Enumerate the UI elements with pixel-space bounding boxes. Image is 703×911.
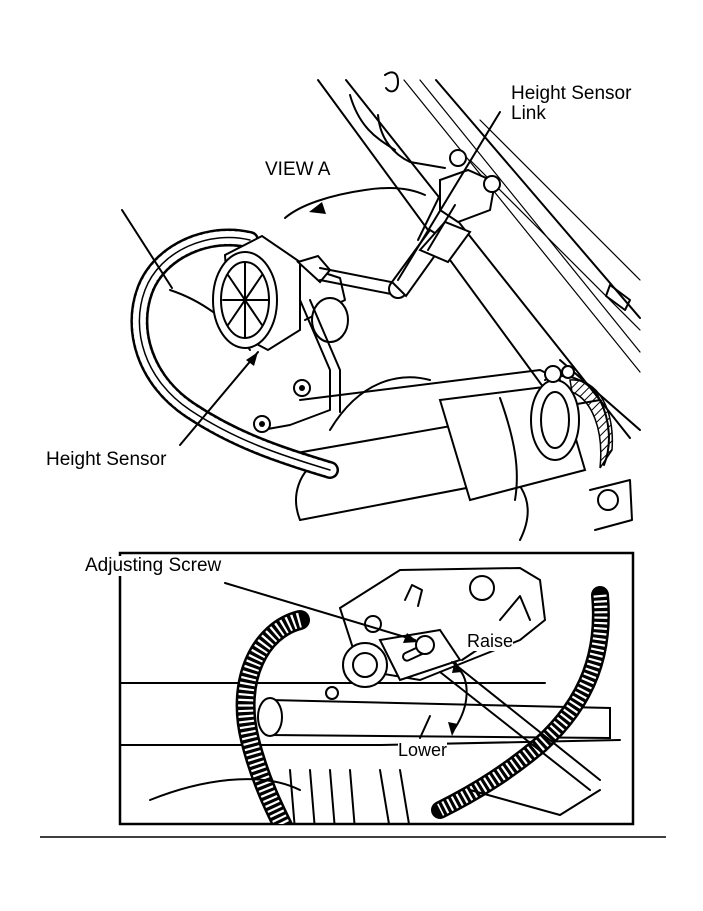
label-adjusting-screw: Adjusting Screw xyxy=(83,555,224,576)
body-panel-lines xyxy=(317,71,641,439)
sensor-linkage xyxy=(296,114,501,299)
label-view-a: VIEW A xyxy=(265,159,331,180)
leader-height-sensor-link xyxy=(397,111,501,281)
shock-cylinder xyxy=(438,365,633,531)
leader-height-sensor xyxy=(179,351,259,446)
label-height-sensor-link-line1: Height Sensor xyxy=(511,83,632,104)
label-height-sensor: Height Sensor xyxy=(46,449,167,470)
upper-view xyxy=(121,71,641,541)
label-lower: Lower xyxy=(398,740,448,760)
height-sensor-body xyxy=(212,234,349,433)
label-height-sensor-link-line2: Link xyxy=(511,103,546,124)
label-raise: Raise xyxy=(467,631,514,651)
view-a-arrow xyxy=(121,186,426,289)
label-height-sensor-link: Height Sensor Link xyxy=(511,84,631,124)
corrugated-hose xyxy=(130,228,339,479)
leader-adjusting-screw xyxy=(224,582,416,641)
inset-detail xyxy=(120,566,621,824)
